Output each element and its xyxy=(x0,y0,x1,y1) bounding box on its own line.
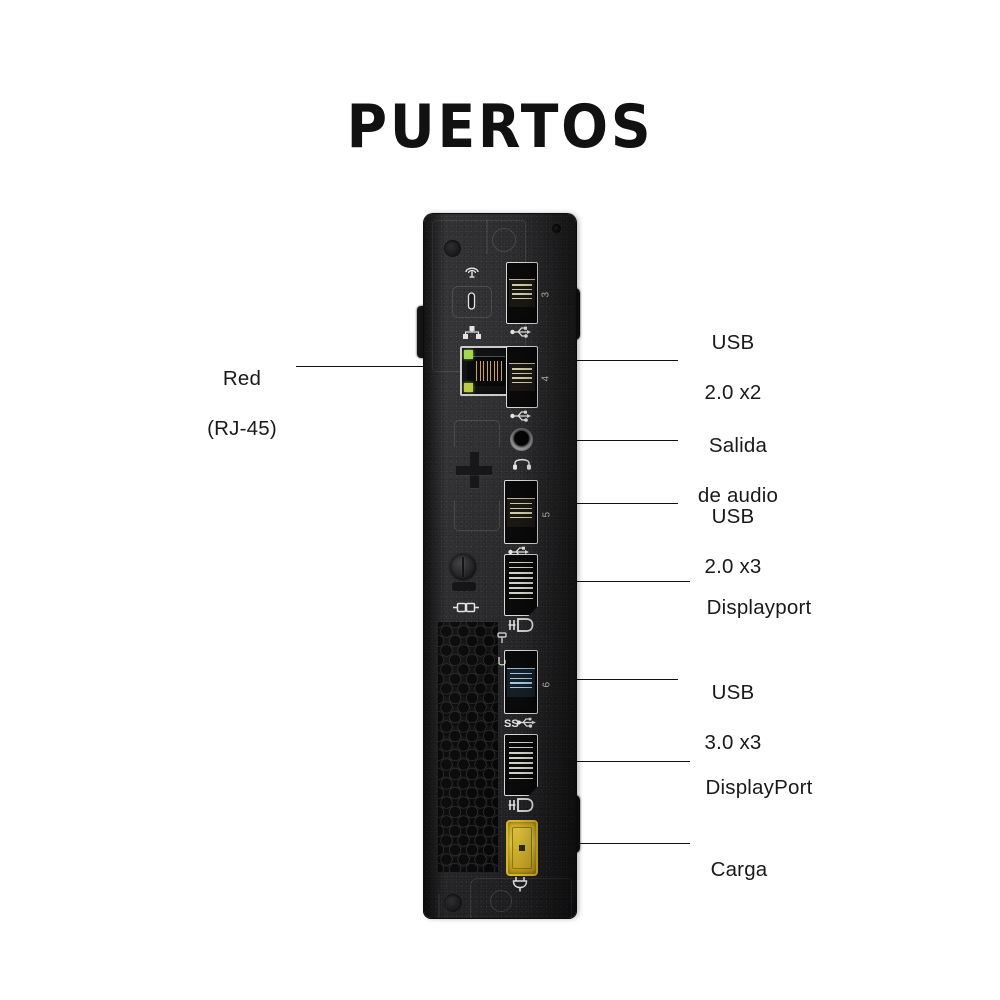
usb-trident-icon xyxy=(510,410,532,422)
callout-audio-line2: de audio xyxy=(697,484,779,507)
usb3-port-6-number: 6 xyxy=(541,681,553,688)
displayport-2-pins xyxy=(509,742,533,779)
callout-dp1: Displayport xyxy=(664,570,854,645)
leader-line-dp1 xyxy=(556,581,690,582)
callout-usb20x3-line2: 2.0 x3 xyxy=(704,555,762,578)
headphone-icon xyxy=(512,456,532,470)
displayport-icon xyxy=(508,798,534,812)
usb-port-4-pins xyxy=(512,367,532,385)
chassis-outline-upper xyxy=(454,420,500,447)
leader-line-network xyxy=(296,366,438,367)
leader-line-audio xyxy=(545,440,678,441)
callout-audio: Salida de audio xyxy=(668,408,808,533)
top-hole xyxy=(444,240,461,257)
bottom-hole xyxy=(444,894,462,912)
serial-port-icon xyxy=(452,602,480,613)
callout-network-line2: (RJ-45) xyxy=(207,417,277,440)
thumbscrew-tab xyxy=(452,582,476,591)
rj45-pins xyxy=(476,361,502,381)
usb-port-4 xyxy=(506,346,538,408)
callout-usb30x3-line1: USB xyxy=(711,681,755,704)
usb-port-3-pins xyxy=(512,283,532,301)
usb3-port-6-pins xyxy=(510,671,532,690)
connector-icon-small-2 xyxy=(496,656,508,668)
ventilation-mesh xyxy=(438,622,498,872)
connector-icon-small-1 xyxy=(496,632,508,644)
bottom-seam xyxy=(438,894,440,918)
callout-usb20x2-line1: USB xyxy=(711,331,755,354)
callout-dp2-line1: DisplayPort xyxy=(705,776,813,799)
top-circle-detail xyxy=(492,228,516,252)
usb-trident-icon xyxy=(510,326,532,338)
callout-network-line1: Red xyxy=(222,367,262,390)
callout-usb20x2: USB 2.0 x2 xyxy=(668,305,798,430)
usb-port-4-number: 4 xyxy=(540,375,552,382)
mini-pc-rear-panel: 3 4 xyxy=(424,214,576,918)
leader-line-usb30x3 xyxy=(552,679,678,680)
top-right-hole xyxy=(552,224,561,233)
leader-line-usb20x2 xyxy=(560,360,678,361)
top-seam xyxy=(486,220,488,254)
usb-port-3-number: 3 xyxy=(540,291,552,298)
callout-charge-line1: Carga xyxy=(710,858,768,881)
svg-text:SS: SS xyxy=(504,718,519,729)
usb-port-5-pins xyxy=(510,501,532,520)
leader-line-dp2 xyxy=(556,761,690,762)
wifi-antenna-icon xyxy=(462,262,482,278)
thumbscrew-slot xyxy=(461,557,465,577)
thumbscrew xyxy=(450,554,476,580)
callout-usb20x3: USB 2.0 x3 xyxy=(668,479,798,604)
bottom-panel-outline xyxy=(470,878,572,918)
audio-out-jack xyxy=(510,428,533,451)
displayport-1-pins xyxy=(509,562,533,599)
usb-port-5 xyxy=(504,480,538,544)
leader-line-usb20x3 xyxy=(552,503,678,504)
network-icon xyxy=(462,326,482,340)
callout-usb30x3-line2: 3.0 x3 xyxy=(704,731,762,754)
rj45-led-bottom xyxy=(464,383,473,392)
callout-usb20x3-line1: USB xyxy=(711,505,755,528)
kensington-lock-icon xyxy=(466,292,477,310)
callout-dp2: DisplayPort xyxy=(664,750,854,825)
power-charge-port xyxy=(506,820,538,876)
callout-usb20x2-line2: 2.0 x2 xyxy=(704,381,762,404)
leader-line-charge xyxy=(548,843,690,844)
callout-charge: Carga xyxy=(664,832,814,907)
chassis-cross-emboss xyxy=(456,452,492,488)
displayport-1 xyxy=(504,554,538,616)
callout-usb30x3: USB 3.0 x3 xyxy=(668,655,798,780)
usb-port-3 xyxy=(506,262,538,324)
power-charge-port-pin xyxy=(519,845,525,851)
usb-superspeed-icon: SS xyxy=(504,716,538,729)
page-title: PUERTOS xyxy=(346,92,654,162)
callout-dp1-line1: Displayport xyxy=(706,596,812,619)
callout-network: Red (RJ-45) xyxy=(186,341,298,466)
usb-port-5-number: 5 xyxy=(541,511,553,518)
rj45-port xyxy=(460,346,510,396)
ventilation-grille xyxy=(438,622,498,872)
displayport-2 xyxy=(504,734,538,796)
rj45-led-top xyxy=(464,350,473,359)
callout-audio-line1: Salida xyxy=(708,434,768,457)
usb3-port-6 xyxy=(504,650,538,714)
displayport-icon xyxy=(508,618,534,632)
chassis-outline-lower xyxy=(454,500,500,531)
